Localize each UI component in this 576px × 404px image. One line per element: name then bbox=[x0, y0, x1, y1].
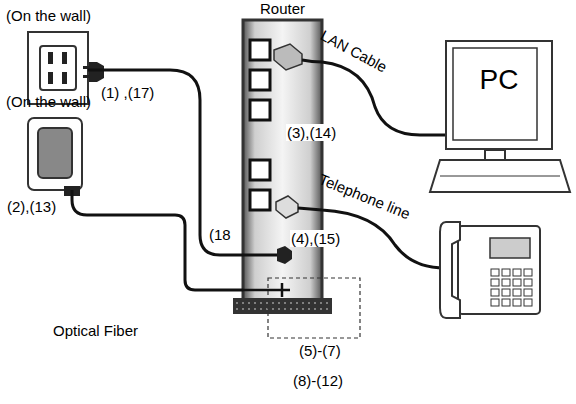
optical-socket-art bbox=[28, 118, 82, 196]
telephone-art bbox=[440, 222, 540, 318]
cable bbox=[88, 70, 243, 255]
router: Router bbox=[243, 20, 322, 300]
optical-socket: (On the wall) bbox=[28, 118, 82, 190]
callout-number: (5)-(7) bbox=[298, 342, 342, 359]
cable-label: LAN Cable bbox=[317, 26, 391, 76]
node-heading: (On the wall) bbox=[6, 93, 91, 110]
node-heading: (On the wall) bbox=[6, 7, 91, 24]
callout-number: (2),(13) bbox=[6, 198, 57, 215]
callout-number: (18 bbox=[208, 226, 232, 243]
part-label: Telephone line bbox=[316, 170, 414, 223]
cable bbox=[72, 190, 243, 290]
callout-number: (1) ,(17) bbox=[100, 84, 155, 101]
pc-monitor: PC bbox=[445, 40, 553, 150]
part-label: Optical Fiber bbox=[52, 322, 139, 339]
callout-number: (8)-(12) bbox=[292, 372, 344, 389]
node-label: PC bbox=[447, 42, 551, 96]
node-heading: Router bbox=[260, 0, 305, 17]
callout-number: (3),(14) bbox=[286, 124, 337, 141]
callout-number: (4),(15) bbox=[290, 230, 341, 247]
